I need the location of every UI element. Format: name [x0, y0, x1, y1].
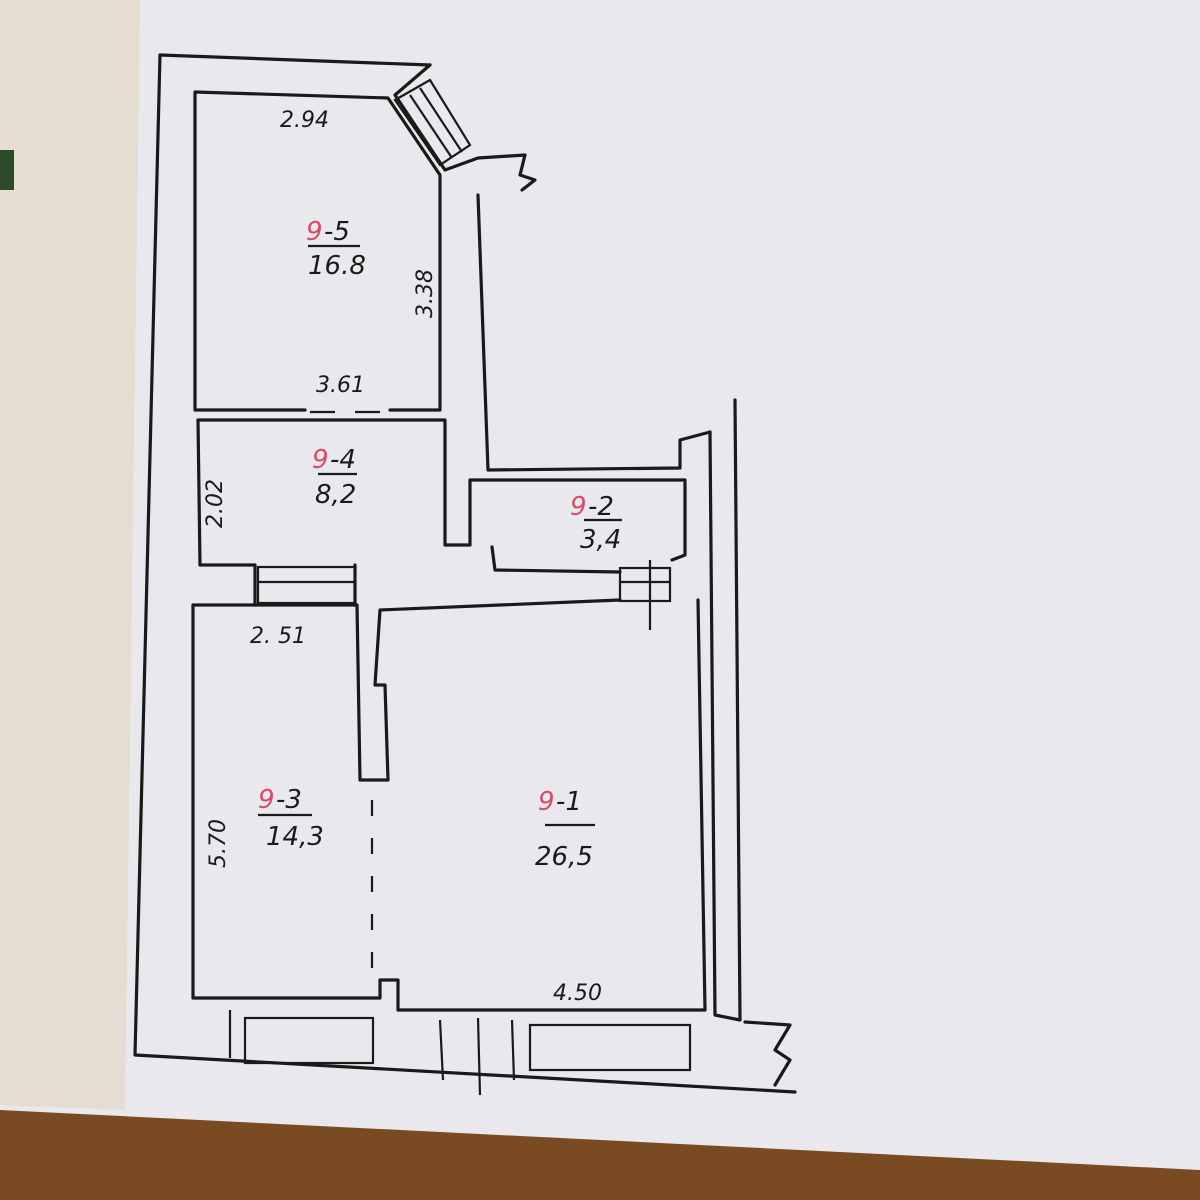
dimension-label: 3.38 — [413, 269, 438, 318]
paper-fold — [0, 0, 140, 1110]
room-prefix: 9 — [538, 787, 555, 817]
room-number: -5 — [324, 217, 350, 247]
room-area: 3,4 — [580, 525, 621, 555]
room-number: -2 — [588, 492, 614, 522]
dimension-label: 3.61 — [316, 373, 365, 398]
room-prefix: 9 — [306, 217, 323, 247]
room-prefix: 9 — [570, 492, 587, 522]
room-number: -4 — [330, 445, 356, 475]
room-area: 16.8 — [308, 251, 366, 281]
room-label-9-2: 9 -2 3,4 — [570, 492, 622, 555]
room-prefix: 9 — [258, 785, 275, 815]
room-area: 14,3 — [266, 822, 324, 852]
room-prefix: 9 — [312, 445, 329, 475]
room-label-9-1: 9 -1 26,5 — [535, 787, 595, 872]
paper-sheet — [0, 0, 1200, 1170]
room-label-9-3: 9 -3 14,3 — [258, 785, 324, 852]
room-number: -3 — [276, 785, 302, 815]
room-number: -1 — [556, 787, 582, 817]
dimension-label: 2. 51 — [250, 624, 306, 649]
dimension-label: 2.94 — [280, 108, 329, 133]
background-object — [0, 150, 14, 190]
room-area: 26,5 — [535, 842, 593, 872]
room-label-9-4: 9 -4 8,2 — [312, 445, 357, 510]
dimension-label: 2.02 — [203, 479, 228, 528]
dimension-label: 5.70 — [206, 819, 231, 868]
room-label-9-5: 9 -5 16.8 — [306, 217, 366, 281]
room-area: 8,2 — [315, 480, 356, 510]
dimension-label: 4.50 — [553, 981, 602, 1006]
windows — [228, 78, 692, 1096]
